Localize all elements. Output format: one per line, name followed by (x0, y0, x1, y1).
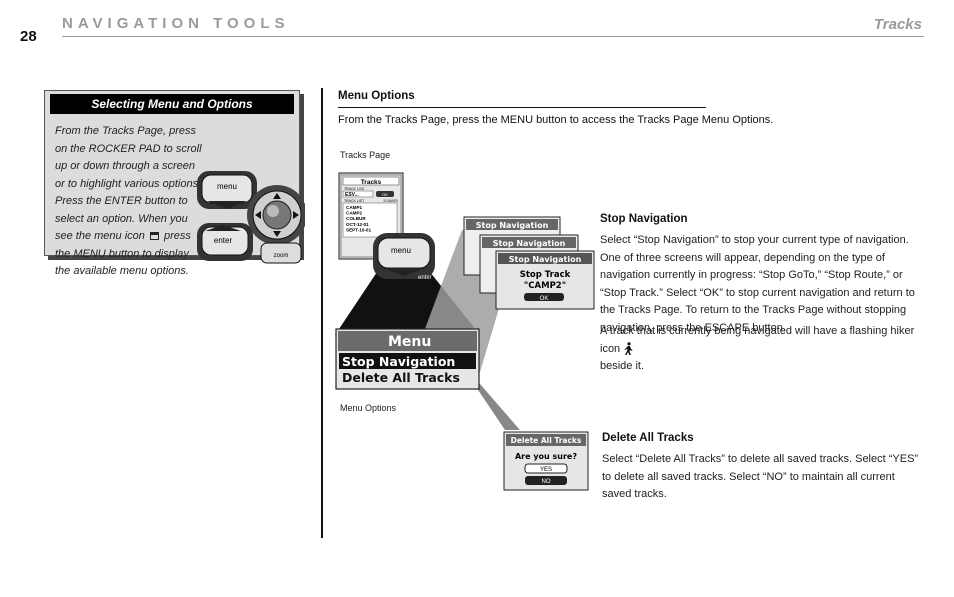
stop-nav-title-2: Stop Navigation (493, 239, 566, 248)
tracks-page-caption: Tracks Page (340, 150, 391, 160)
tip-text-part2: press the MENU button to display the ava… (55, 230, 191, 277)
delete-screen-title: Delete All Tracks (511, 436, 582, 445)
delete-confirm-screen: Delete All Tracks Are you sure? YES NO (503, 431, 589, 491)
menu-options-caption: Menu Options (340, 403, 397, 413)
stop-nav-ok-label: OK (540, 296, 549, 302)
menu-icon (149, 232, 159, 240)
keypad-menu-label: menu (217, 182, 237, 191)
zoom-key (260, 242, 302, 264)
zoom-connector-gray (420, 230, 520, 372)
keypad-illustration: menu enter zoom (197, 171, 305, 264)
menu-item-delete-all-tracks: Delete All Tracks (342, 370, 460, 385)
menu-popup-title: Menu (388, 334, 431, 350)
hiker-icon (624, 341, 633, 355)
heading-rule (338, 107, 706, 108)
tip-callout: Selecting Menu and Options From the Trac… (44, 90, 305, 277)
menu-highlight (339, 353, 476, 369)
delete-no-button (525, 476, 567, 485)
track-log-value: ESV... (345, 192, 359, 198)
menu-popup: Menu Stop Navigation Delete All Tracks (335, 328, 480, 390)
device-menu-label: menu (391, 246, 411, 255)
column-divider (321, 88, 323, 538)
tracks-screen-title: Tracks (361, 179, 382, 186)
stop-navigation-text: Select “Stop Navigation” to stop your cu… (600, 234, 915, 334)
stop-nav-title-1: Stop Navigation (476, 221, 549, 230)
chapter-title: Tracks (873, 16, 922, 33)
tip-text-part1: From the Tracks Page, press on the ROCKE… (55, 125, 202, 242)
menu-item-stop-navigation: Stop Navigation (342, 354, 455, 369)
keypad-zoom-label: zoom (274, 253, 289, 259)
delete-yes-label: YES (540, 467, 552, 473)
tracks-page-screen: Tracks TRACK LOG ESV... OK TRACK LIST 5 … (338, 172, 404, 260)
track-list-count: 5 SAVED (383, 199, 398, 203)
stop-track-name: "CAMP2" (524, 281, 566, 291)
track-list-item: COLBUR (346, 216, 366, 221)
delete-connector (470, 378, 520, 430)
menu-options-heading: Menu Options (338, 90, 415, 102)
delete-all-tracks-heading: Delete All Tracks (602, 432, 694, 444)
header-rule (62, 36, 924, 37)
keypad-enter-label: enter (214, 236, 233, 245)
tip-heading: Selecting Menu and Options (50, 94, 294, 114)
stop-nav-title-3: Stop Navigation (509, 255, 582, 264)
track-list-label: TRACK LIST (344, 199, 365, 203)
zoom-connector-dark (335, 272, 480, 335)
delete-all-tracks-text: Select “Delete All Tracks” to delete all… (602, 453, 919, 501)
intro-text: From the Tracks Page, press the MENU but… (338, 114, 774, 126)
hiker-note-part1: A track that is currently being navigate… (600, 325, 915, 355)
track-list-item: SEPT-10-01 (346, 227, 371, 232)
track-log-ok: OK (382, 192, 388, 197)
section-title: NAVIGATION TOOLS (62, 15, 290, 32)
track-list-item: CAMP2 (346, 211, 363, 216)
tip-text: From the Tracks Page, press on the ROCKE… (55, 123, 295, 281)
delete-yes-button (524, 463, 568, 474)
device-enter-label: enter (418, 275, 432, 281)
delete-no-label: NO (542, 479, 551, 485)
device-menu-key: menu enter (373, 233, 435, 281)
track-log-label: TRACK LOG (344, 187, 365, 191)
hiker-note: A track that is currently being navigate… (600, 323, 926, 376)
stop-track-line: Stop Track (520, 270, 571, 280)
delete-screen-question: Are you sure? (515, 452, 577, 461)
hiker-note-part2: beside it. (600, 360, 645, 373)
stop-nav-ok-button (524, 293, 564, 301)
stop-navigation-screens: Stop Navigation Stop Navigation Stop Nav… (463, 216, 595, 310)
track-list-item: OCT-12-01 (346, 222, 369, 227)
stop-navigation-heading: Stop Navigation (600, 213, 688, 225)
page-number: 28 (20, 28, 37, 45)
track-list-item: CAMP1 (346, 205, 363, 210)
